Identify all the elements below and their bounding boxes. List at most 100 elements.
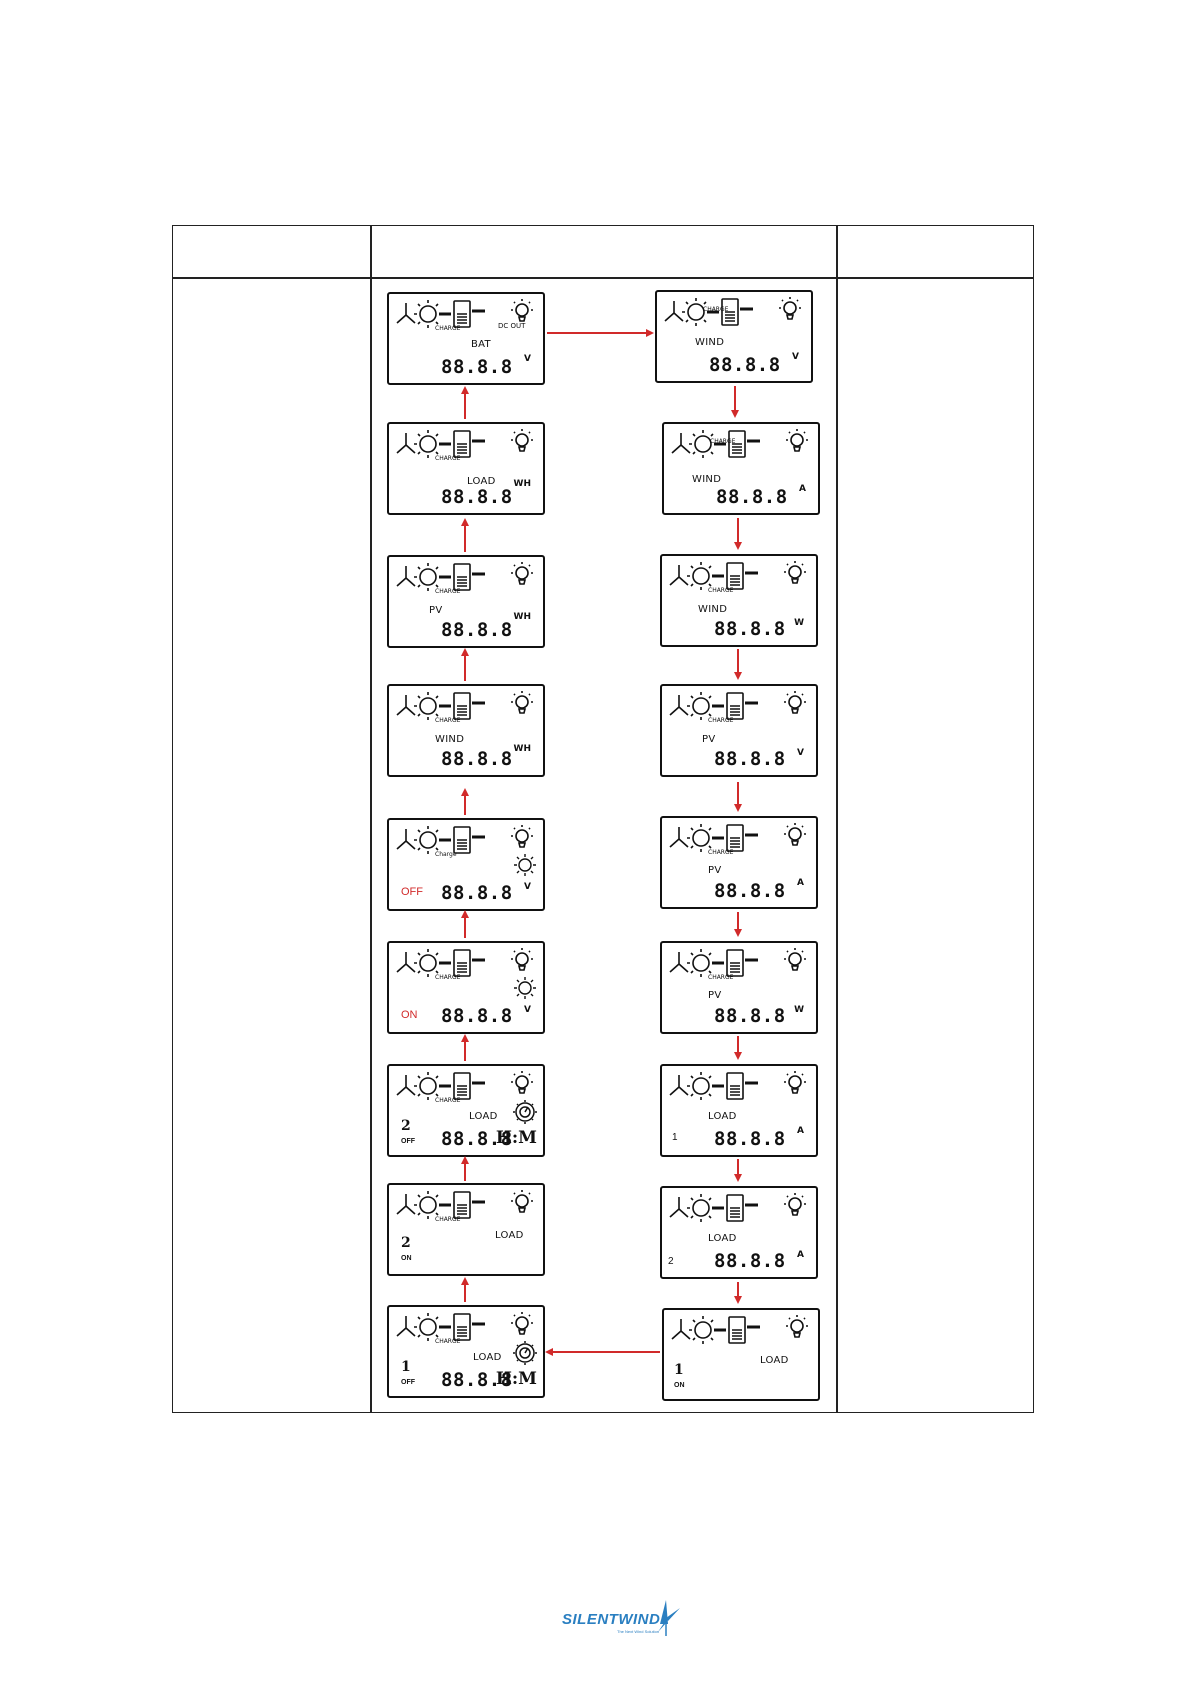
screen-label: LOAD bbox=[473, 1352, 502, 1363]
load-channel-number: 2 bbox=[668, 1256, 674, 1267]
table-column-divider-1 bbox=[370, 225, 372, 1413]
screen-label: LOAD bbox=[708, 1111, 737, 1122]
screen-value: 88.8.8 bbox=[441, 356, 513, 378]
screen-label: PV bbox=[708, 865, 722, 876]
screen-label: LOAD bbox=[708, 1233, 737, 1244]
screen-unit: V bbox=[524, 882, 531, 892]
screen-value: 88.8.8 bbox=[714, 1250, 786, 1272]
screen-value: 88.8.8 bbox=[714, 1005, 786, 1027]
load-state-on: ON bbox=[401, 1009, 418, 1021]
lcd-screen-load-energy: CHARGE LOAD 88.8.8 WH bbox=[387, 422, 545, 515]
timer-slot-number: 2 bbox=[401, 1118, 411, 1134]
charge-label: CHARGE bbox=[435, 325, 461, 332]
timer-slot-state: OFF bbox=[401, 1379, 415, 1386]
screen-value: 88.8.8 bbox=[441, 1369, 513, 1391]
charge-label: CHARGE bbox=[708, 587, 734, 594]
screen-label: LOAD bbox=[469, 1111, 498, 1122]
lcd-screen-pv-current: CHARGE PV 88.8.8 A bbox=[660, 816, 818, 909]
timer-slot-state: ON bbox=[674, 1382, 685, 1389]
screen-label: BAT bbox=[471, 339, 491, 350]
wind-turbine-logo-icon bbox=[658, 1600, 680, 1636]
charge-label: CHARGE bbox=[708, 849, 734, 856]
logo-text: SILENTWIND bbox=[562, 1611, 661, 1628]
charge-label: CHARGE bbox=[710, 438, 736, 445]
charge-label: CHARGE bbox=[435, 1338, 461, 1345]
screen-label: PV bbox=[708, 990, 722, 1001]
screen-unit: A bbox=[797, 878, 804, 888]
screen-value: 88.8.8 bbox=[714, 880, 786, 902]
screen-label: WIND bbox=[698, 604, 728, 615]
lcd-screen-pv-energy: CHARGE PV 88.8.8 WH bbox=[387, 555, 545, 648]
screen-unit: W bbox=[794, 1005, 804, 1015]
lcd-screen-pv-voltage: CHARGE PV 88.8.8 V bbox=[660, 684, 818, 777]
screen-unit: V bbox=[792, 352, 799, 362]
charge-label: CHARGE bbox=[435, 455, 461, 462]
lcd-screen-pv-power: CHARGE PV 88.8.8 W bbox=[660, 941, 818, 1034]
charge-label: CHARGE bbox=[435, 1216, 461, 1223]
screen-unit: W bbox=[794, 618, 804, 628]
charge-label: CHARGE bbox=[435, 974, 461, 981]
screen-unit: V bbox=[524, 1005, 531, 1015]
screen-label: PV bbox=[702, 734, 716, 745]
screen-value: 88.8.8 bbox=[714, 618, 786, 640]
screen-unit: V bbox=[797, 748, 804, 758]
screen-value: 88.8.8 bbox=[709, 354, 781, 376]
charge-label: CHARGE bbox=[708, 717, 734, 724]
screen-label: WIND bbox=[435, 734, 465, 745]
charge-label: CHARGE bbox=[435, 1097, 461, 1104]
screen-unit: A bbox=[799, 484, 806, 494]
lcd-screen-wind-energy: CHARGE WIND 88.8.8 WH bbox=[387, 684, 545, 777]
lcd-screen-timer-1-on: LOAD 1 ON bbox=[662, 1308, 820, 1401]
screen-value: 88.8.8 bbox=[441, 619, 513, 641]
lcd-screen-load-2-current: LOAD 2 88.8.8 A bbox=[660, 1186, 818, 1279]
dc-out-label: DC OUT bbox=[498, 322, 526, 330]
silentwind-logo: SILENTWIND The Next Wind Solution bbox=[562, 1598, 682, 1638]
screen-value: 88.8.8 bbox=[441, 1005, 513, 1027]
screen-value: 88.8.8 bbox=[441, 882, 513, 904]
screen-label: WIND bbox=[692, 474, 722, 485]
timer-slot-number: 2 bbox=[401, 1235, 411, 1251]
screen-value: 88.8.8 bbox=[441, 748, 513, 770]
screen-value: 88.8.8 bbox=[714, 1128, 786, 1150]
screen-label: LOAD bbox=[495, 1230, 524, 1241]
lcd-screen-timer-1-off: CHARGE LOAD 1 OFF 88.8.8 H:M bbox=[387, 1305, 545, 1398]
screen-label: LOAD bbox=[760, 1355, 789, 1366]
timer-slot-number: 1 bbox=[674, 1362, 684, 1378]
lcd-screen-wind-current: CHARGE WIND 88.8.8 A bbox=[662, 422, 820, 515]
lcd-screen-load-1-current: LOAD 1 88.8.8 A bbox=[660, 1064, 818, 1157]
load-channel-number: 1 bbox=[672, 1132, 678, 1143]
hours-minutes-indicator: H:M bbox=[495, 1369, 537, 1389]
timer-slot-state: OFF bbox=[401, 1138, 415, 1145]
charge-label: CHARGE bbox=[435, 717, 461, 724]
screen-unit: A bbox=[797, 1250, 804, 1260]
lcd-screen-load-on: CHARGE ON 88.8.8 V bbox=[387, 941, 545, 1034]
screen-unit: WH bbox=[513, 744, 531, 754]
lcd-screen-bat-voltage: CHARGE DC OUT BAT 88.8.8 V bbox=[387, 292, 545, 385]
charge-label: CHARGE bbox=[708, 974, 734, 981]
screen-unit: WH bbox=[513, 612, 531, 622]
charge-label: Charge bbox=[435, 851, 457, 858]
timer-slot-number: 1 bbox=[401, 1359, 411, 1375]
lcd-screen-timer-2-off: CHARGE LOAD 2 OFF 88.8.8 H:M bbox=[387, 1064, 545, 1157]
lcd-screen-load-off: Charge OFF 88.8.8 V bbox=[387, 818, 545, 911]
load-state-off: OFF bbox=[401, 886, 423, 898]
screen-label: WIND bbox=[695, 337, 725, 348]
hours-minutes-indicator: H:M bbox=[495, 1128, 537, 1148]
screen-unit: V bbox=[524, 354, 531, 364]
settings-table bbox=[172, 225, 1034, 1413]
lcd-screen-timer-2-on: CHARGE LOAD 2 ON bbox=[387, 1183, 545, 1276]
screen-label: PV bbox=[429, 605, 443, 616]
screen-value: 88.8.8 bbox=[441, 486, 513, 508]
charge-label: CHARGE bbox=[703, 306, 729, 313]
timer-slot-state: ON bbox=[401, 1255, 412, 1262]
screen-value: 88.8.8 bbox=[714, 748, 786, 770]
lcd-screen-wind-power: CHARGE WIND 88.8.8 W bbox=[660, 554, 818, 647]
screen-value: 88.8.8 bbox=[441, 1128, 513, 1150]
screen-label: LOAD bbox=[467, 476, 496, 487]
table-column-divider-2 bbox=[836, 225, 838, 1413]
table-header-divider bbox=[172, 277, 1034, 279]
screen-unit: WH bbox=[513, 479, 531, 489]
screen-unit: A bbox=[797, 1126, 804, 1136]
logo-tagline: The Next Wind Solution bbox=[617, 1629, 660, 1634]
